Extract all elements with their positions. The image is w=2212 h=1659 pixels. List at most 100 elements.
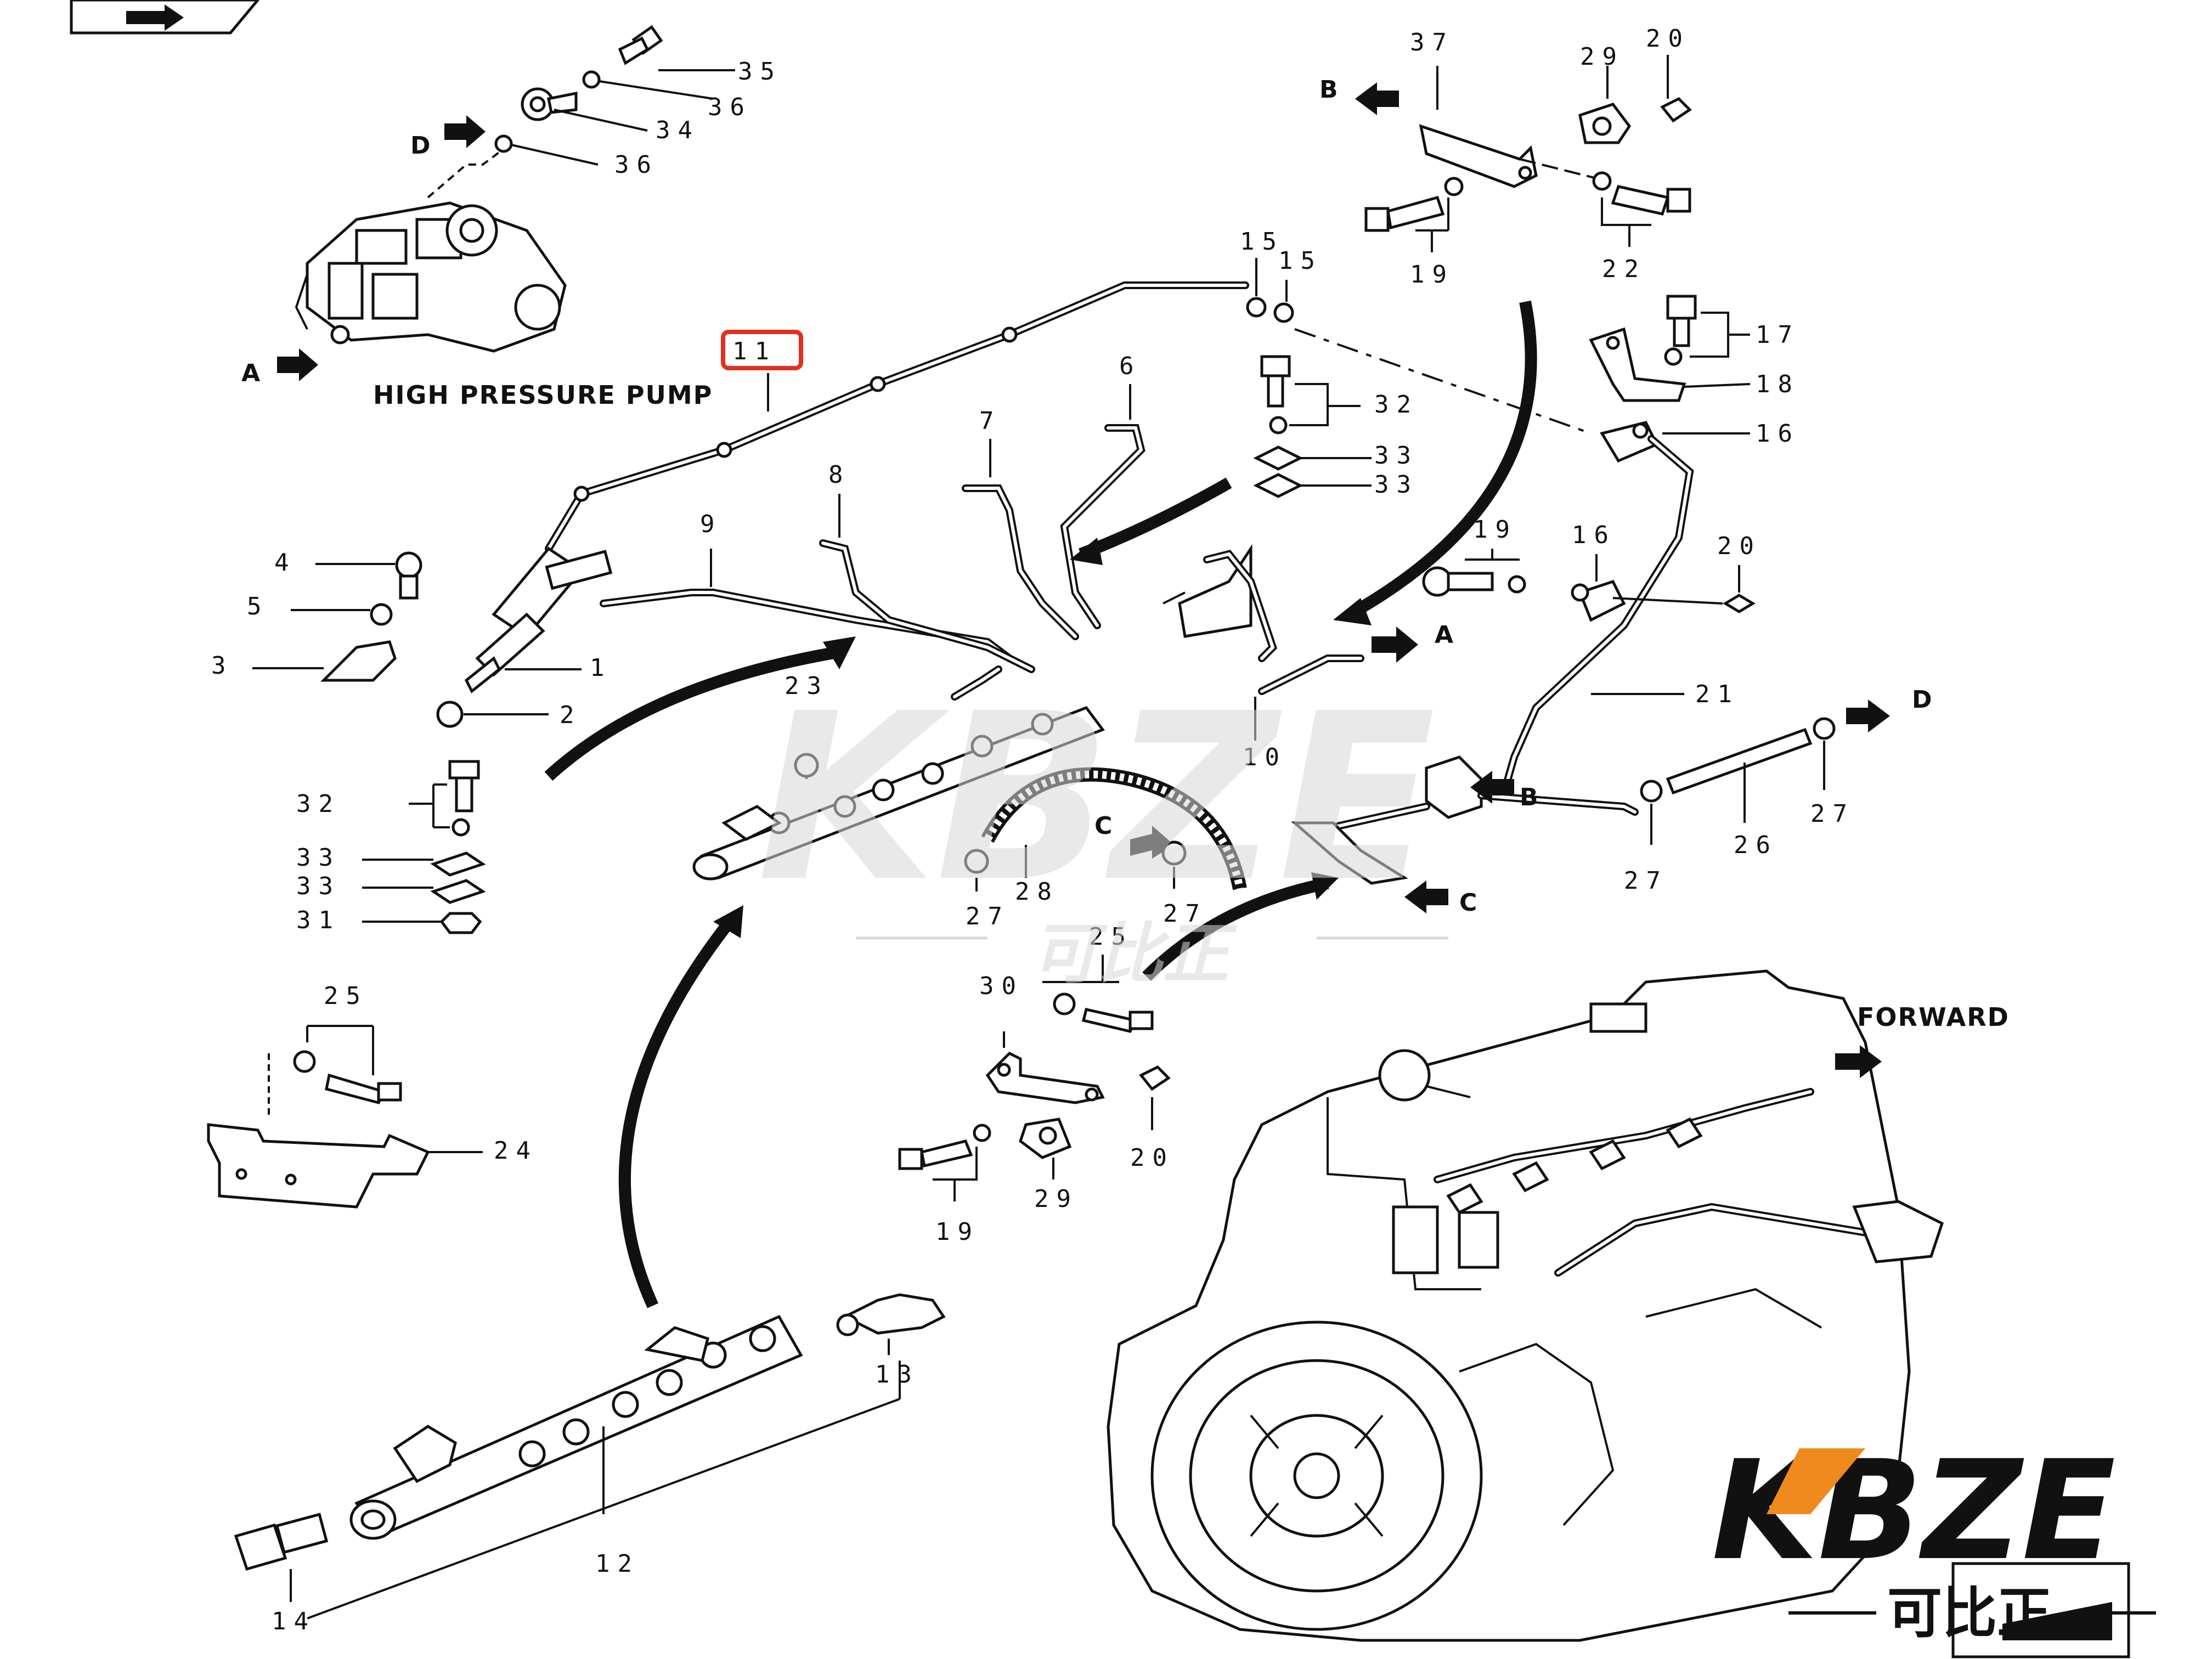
ref-d-pump: D <box>410 132 431 160</box>
part-num-19a: 19 <box>1410 261 1454 289</box>
nut-20-top <box>1660 97 1692 123</box>
part-num-30: 30 <box>979 972 1024 1000</box>
part-num-14: 14 <box>272 1607 316 1635</box>
arrow-a-pump-icon <box>277 348 318 381</box>
part-num-5: 5 <box>247 592 269 620</box>
part-num-3: 3 <box>211 652 234 680</box>
part-num-18: 18 <box>1756 370 1800 398</box>
part-num-27d: 27 <box>1810 800 1855 828</box>
part-num-32b: 32 <box>1374 391 1419 419</box>
logo-accent-icon <box>1767 1448 1865 1514</box>
arrow-b-bottom-icon <box>1470 771 1514 804</box>
bolt-19-right <box>1422 566 1494 597</box>
part-num-20a: 20 <box>1646 25 1690 53</box>
banjo-fitting-34 <box>521 87 578 121</box>
return-pipe-11 <box>545 281 1249 552</box>
bolt-25b <box>1081 1008 1154 1033</box>
bolt-19-top <box>1364 195 1445 232</box>
part-num-15b: 15 <box>1278 247 1323 275</box>
part-num-20b: 20 <box>1717 532 1762 560</box>
ref-c-left: C <box>1094 812 1112 840</box>
part-num-35: 35 <box>738 58 782 86</box>
part-num-23: 23 <box>785 672 829 700</box>
part-num-19b: 19 <box>1473 516 1517 544</box>
arrow-d-pump-icon <box>444 115 486 148</box>
part-num-17: 17 <box>1756 321 1800 349</box>
bolt-35 <box>618 25 663 65</box>
part-num-26: 26 <box>1734 831 1778 859</box>
watermark-brand: KBZE <box>757 664 1436 933</box>
part-num-21: 21 <box>1695 680 1740 708</box>
bolt-19-bottom <box>898 1139 973 1170</box>
hose-26 <box>1666 727 1813 795</box>
part-num-7: 7 <box>979 407 1002 435</box>
washer-25b <box>1053 992 1076 1015</box>
part-num-25a: 25 <box>324 982 368 1010</box>
plate-33c <box>1253 445 1304 471</box>
part-num-27b: 27 <box>1163 900 1207 928</box>
engine-block <box>1107 969 1944 1642</box>
pressure-sensor-13 <box>836 1293 946 1336</box>
part-num-24: 24 <box>494 1137 538 1165</box>
bolt-23 <box>794 753 819 778</box>
bolt-4 <box>395 551 422 600</box>
clip-15b <box>1273 302 1294 323</box>
plug-14 <box>234 1513 329 1571</box>
part-num-36b: 36 <box>614 151 659 179</box>
bracket-24 <box>207 1123 430 1209</box>
plate-33d <box>1253 473 1304 498</box>
clip-27a <box>964 849 989 874</box>
ref-a-pump: A <box>241 359 260 387</box>
plate-33a <box>430 851 486 877</box>
hose-28 <box>981 767 1247 890</box>
part-num-27a: 27 <box>966 902 1010 930</box>
part-num-16b: 16 <box>1572 521 1616 549</box>
washer-25a <box>293 1050 316 1073</box>
clamp-29-bottom <box>1019 1118 1072 1159</box>
bolt-32-mid <box>1260 355 1291 408</box>
part-num-4: 4 <box>274 549 297 577</box>
clip-16-lower <box>1571 579 1626 622</box>
corner-tab-bottom <box>1951 1562 2130 1658</box>
washer-36b <box>494 134 513 153</box>
part-num-28: 28 <box>1015 878 1059 906</box>
forward-label: FORWARD <box>1857 1002 2010 1032</box>
arrow-d-right-icon <box>1846 699 1890 732</box>
arrow-c-right-icon <box>1404 881 1448 913</box>
ref-b-bottom: B <box>1520 783 1538 811</box>
part-num-20c: 20 <box>1130 1144 1175 1172</box>
part-num-29b: 29 <box>1034 1185 1079 1213</box>
injector-1 <box>464 546 613 693</box>
clamp-3 <box>320 640 397 682</box>
bracket-30 <box>985 1051 1105 1104</box>
part-num-33d: 33 <box>1374 471 1419 499</box>
pump-title: HIGH PRESSURE PUMP <box>373 380 713 410</box>
part-num-16a: 16 <box>1756 420 1800 448</box>
high-pressure-pump <box>295 147 567 353</box>
part-num-13: 13 <box>875 1361 919 1389</box>
washer-22 <box>1592 171 1612 191</box>
part-num-9: 9 <box>700 510 723 538</box>
clip-16-upper <box>1600 421 1659 463</box>
pipe-21 <box>1499 435 1694 799</box>
part-num-37: 37 <box>1410 29 1454 57</box>
ref-a-right: A <box>1435 621 1453 649</box>
flow-arrows <box>544 300 1537 1308</box>
part-num-1: 1 <box>590 654 612 682</box>
part-num-19c: 19 <box>935 1218 980 1246</box>
nut-20-right <box>1723 594 1756 613</box>
watermark: KBZE 可比正 <box>757 664 1448 992</box>
watermark-cn: 可比正 <box>1031 916 1238 992</box>
pipe-10-bracket <box>1163 544 1364 695</box>
part-num-36a: 36 <box>708 93 752 121</box>
washer-19-top <box>1444 177 1464 196</box>
part-num-29a: 29 <box>1580 43 1624 71</box>
arrow-forward-icon <box>1835 1045 1882 1078</box>
nut-20-bottom <box>1139 1065 1171 1091</box>
part-num-22: 22 <box>1602 255 1646 283</box>
washer-36a <box>582 70 601 89</box>
washer-2 <box>436 701 464 728</box>
part-highlight-box <box>721 330 803 370</box>
bolt-22 <box>1611 185 1691 216</box>
